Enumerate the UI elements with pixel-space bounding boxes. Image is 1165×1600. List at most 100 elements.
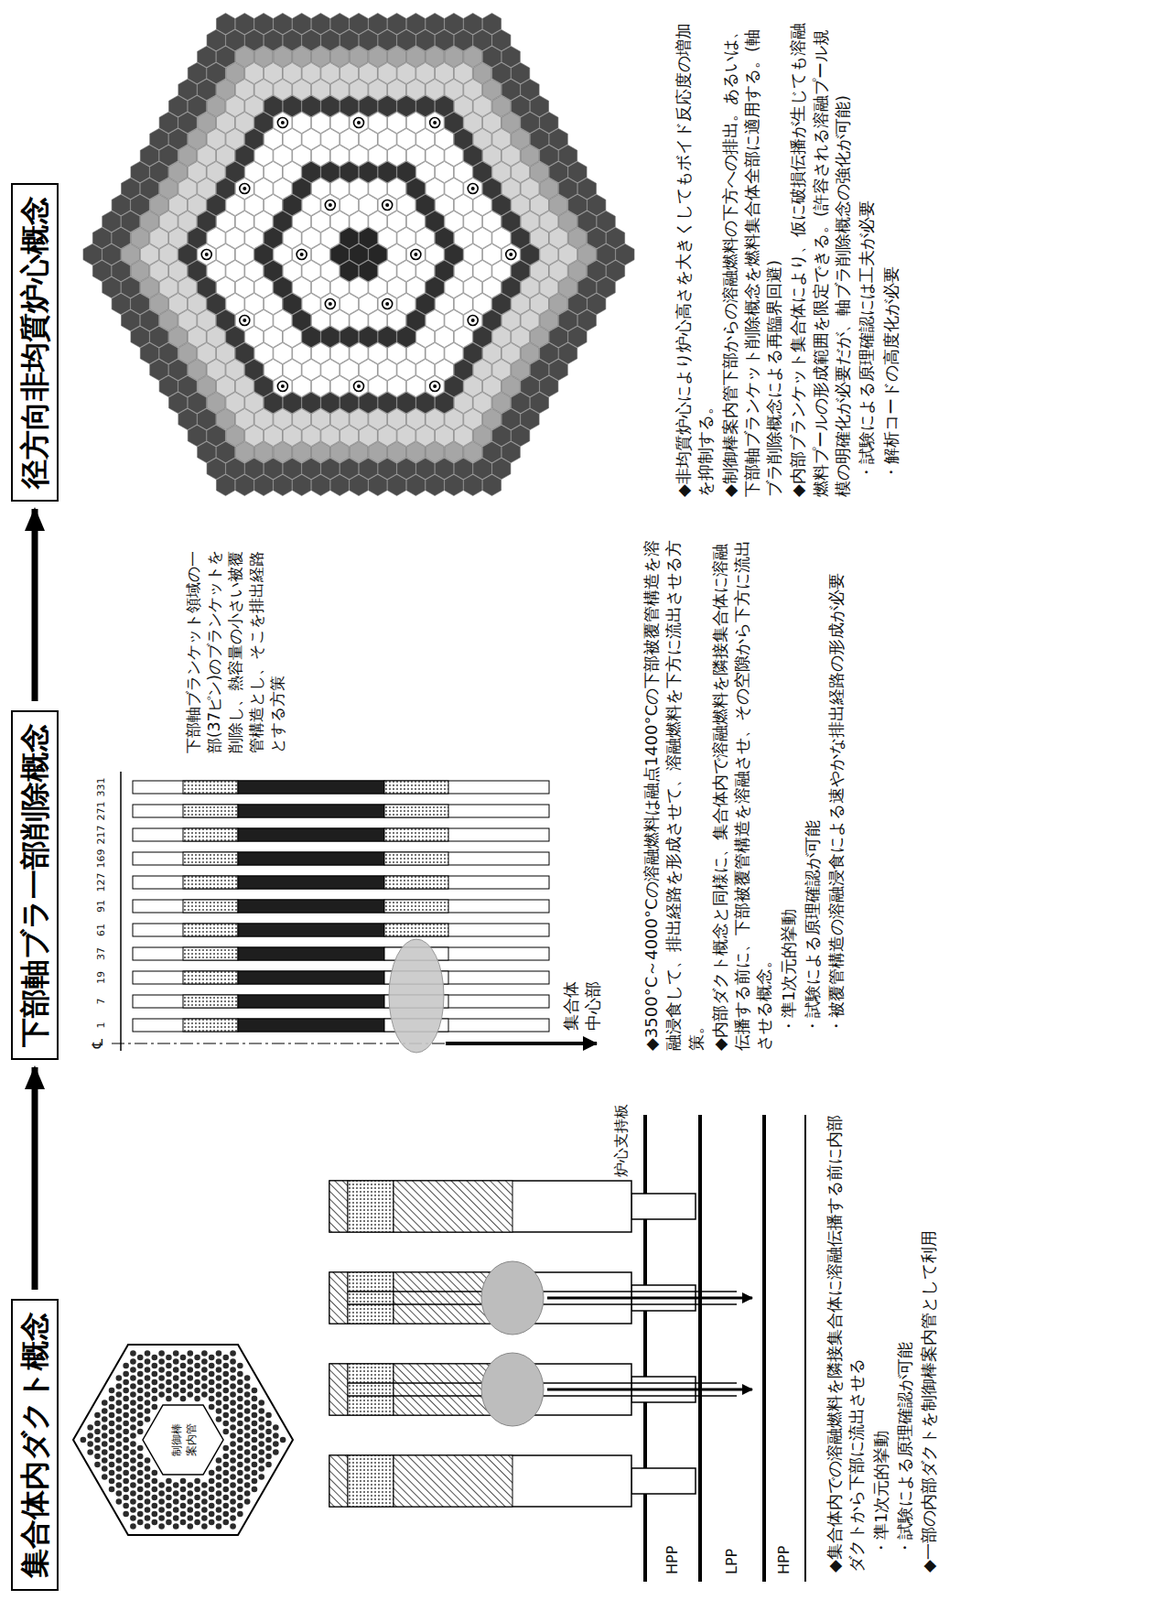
- bullet-note: ◆3500°C～4000°Cの溶融燃料は融点1400°Cの下部被覆管構造を溶融浸…: [640, 538, 708, 1051]
- handling-head: [329, 1455, 348, 1507]
- fuel-pin: [137, 1519, 144, 1526]
- part-label: 制御棒案内管: [169, 1421, 199, 1458]
- fuel-pin: [132, 804, 550, 818]
- fuel-column: [237, 923, 385, 937]
- assembly-cell: [235, 12, 254, 34]
- fuel-pin: [151, 1486, 159, 1493]
- fuel-pin: [180, 1494, 187, 1501]
- fuel-pin: [172, 1522, 180, 1530]
- assembly-cell: [292, 12, 312, 34]
- pin-count: 127: [95, 870, 109, 895]
- fuel-pin: [265, 1428, 272, 1435]
- fuel-pin: [215, 1358, 223, 1365]
- fuel-region: [393, 1455, 513, 1507]
- fuel-pin: [186, 1489, 194, 1497]
- fuel-pin: [144, 1407, 152, 1414]
- assembly-cell: [406, 12, 425, 34]
- fuel-pin: [129, 1391, 137, 1398]
- fuel-pin: [158, 1498, 165, 1505]
- fuel-pin: [186, 1506, 194, 1513]
- fuel-column: [237, 1018, 385, 1032]
- lower-blanket: [384, 899, 449, 913]
- control-rod-symbol: [201, 249, 212, 260]
- fuel-pin: [165, 1379, 173, 1386]
- part-label: 集合体中心部: [560, 977, 605, 1031]
- upper-blanket: [183, 780, 238, 794]
- fuel-pin: [244, 1440, 251, 1447]
- fuel-pin: [108, 1477, 116, 1485]
- fuel-pin: [132, 852, 550, 865]
- fuel-pin: [94, 1436, 101, 1444]
- fuel-pin: [237, 1395, 244, 1403]
- assembly-cell: [463, 12, 483, 34]
- fuel-pin: [116, 1440, 123, 1447]
- fuel-pin: [101, 1448, 108, 1456]
- fuel-pin: [172, 1481, 180, 1489]
- fuel-pin: [172, 1498, 180, 1505]
- fuel-pin: [137, 1477, 144, 1485]
- fuel-pin: [172, 1349, 180, 1357]
- fuel-pin: [129, 1432, 137, 1439]
- plenum-plate: [698, 1114, 702, 1582]
- fuel-pin: [251, 1412, 259, 1419]
- fuel-pin: [215, 1391, 223, 1398]
- fuel-pin: [165, 1370, 173, 1378]
- fuel-pin: [258, 1448, 265, 1456]
- fuel-pin: [265, 1461, 272, 1468]
- fuel-pin: [194, 1510, 201, 1518]
- fuel-pin: [122, 1436, 130, 1444]
- fuel-pin: [222, 1494, 229, 1501]
- fuel-pin: [86, 1432, 94, 1439]
- plenum-plate: [804, 1114, 807, 1582]
- sub-note: ・試験による原理確認が可能: [801, 538, 824, 1051]
- fuel-pin: [229, 1506, 237, 1513]
- pin-count: 331: [95, 775, 109, 799]
- fuel-pin: [151, 1403, 159, 1411]
- fuel-pin: [180, 1362, 187, 1370]
- fuel-pin: [194, 1395, 201, 1403]
- bullet-note: ◆内部ブランケット集合体により、仮に破損伝播が生じても溶融燃料プールの形成範囲を…: [787, 16, 854, 497]
- fuel-pin: [116, 1481, 123, 1489]
- fuel-pin: [229, 1481, 237, 1489]
- fuel-pin: [129, 1382, 137, 1390]
- fuel-pin: [194, 1370, 201, 1378]
- fuel-pin: [137, 1379, 144, 1386]
- fuel-pin: [244, 1399, 251, 1406]
- control-rod-symbol: [432, 120, 437, 125]
- fuel-pin: [237, 1453, 244, 1460]
- fuel-pin: [94, 1453, 101, 1460]
- molten-fuel: [388, 938, 444, 1053]
- fuel-pin: [158, 1382, 165, 1390]
- note-column: ◆3500°C～4000°Cの溶融燃料は融点1400°Cの下部被覆管構造を溶融浸…: [640, 538, 851, 1051]
- fuel-pin: [265, 1420, 272, 1427]
- fuel-pin: [86, 1440, 94, 1447]
- fuel-pin: [129, 1374, 137, 1381]
- fuel-pin: [180, 1477, 187, 1485]
- fuel-pin: [258, 1423, 265, 1431]
- fuel-column: [237, 947, 385, 961]
- assembly-cell: [215, 12, 235, 34]
- fuel-pin: [137, 1370, 144, 1378]
- fuel-pin: [229, 1415, 237, 1423]
- fuel-pin: [151, 1477, 159, 1485]
- fuel-pin: [116, 1456, 123, 1464]
- assembly-cell: [388, 12, 407, 34]
- fuel-pin: [137, 1428, 144, 1435]
- upper-blanket: [183, 828, 238, 842]
- fuel-pin: [144, 1481, 152, 1489]
- fuel-pin: [186, 1498, 194, 1505]
- control-rod-symbol: [296, 249, 307, 260]
- fuel-pin: [144, 1506, 152, 1513]
- fuel-pin: [265, 1436, 272, 1444]
- fuel-pin: [237, 1445, 244, 1452]
- guide-tube: [142, 1404, 224, 1475]
- sub-note: ・試験による原理確認には工夫が必要: [855, 16, 878, 497]
- lower-blanket: [384, 923, 449, 937]
- fuel-pin: [151, 1370, 159, 1378]
- fuel-pin: [215, 1498, 223, 1505]
- fuel-pin: [132, 1018, 550, 1032]
- fuel-pin: [208, 1510, 216, 1518]
- fuel-pin: [237, 1403, 244, 1411]
- fuel-pin: [180, 1395, 187, 1403]
